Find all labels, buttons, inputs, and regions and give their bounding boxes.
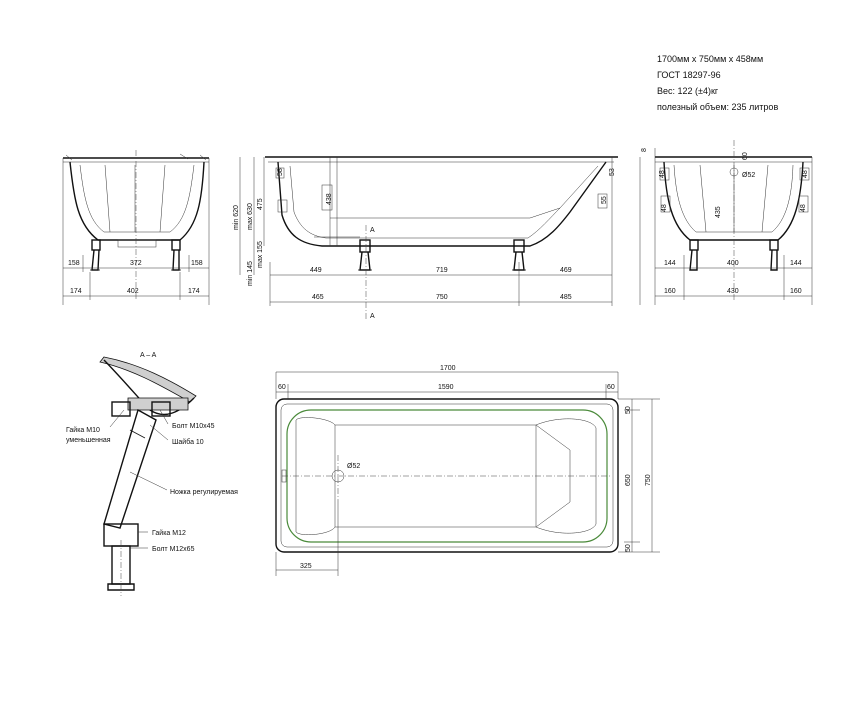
plan-dim-50-bottom: 50 — [625, 544, 632, 552]
plan-view: Ø52 1700 60 1590 60 50 650 750 50 325 — [275, 365, 660, 576]
dim-phi-52: Ø52 — [742, 172, 755, 179]
spec-block: 1700мм х 750мм х 458мм ГОСТ 18297-96 Вес… — [657, 54, 778, 112]
label-bolt-m12x65: Болт М12х65 — [152, 546, 195, 553]
label-nut-m10: Гайка М10 — [66, 426, 100, 434]
section-mark-top: A — [370, 227, 375, 234]
dim-485: 485 — [560, 294, 572, 301]
plan-dim-60-left: 60 — [278, 384, 286, 391]
label-nut-m12: Гайка М12 — [152, 529, 186, 537]
spec-volume: полезный объем: 235 литров — [657, 102, 778, 112]
section-mark-bottom: A — [370, 313, 375, 320]
dim-750: 750 — [436, 294, 448, 301]
right-leg-2 — [769, 239, 779, 271]
plan-dim-750: 750 — [645, 474, 652, 486]
plan-dim-1700: 1700 — [440, 365, 456, 372]
side-leg-1 — [358, 239, 372, 271]
right-end-view: 48 48 48 48 60 Ø52 435 8 144 400 144 160… — [639, 140, 813, 305]
dim-174-left: 174 — [70, 288, 82, 295]
dim-430: 430 — [727, 288, 739, 295]
dim-min-145: min 145 — [247, 261, 254, 286]
dim-174-right: 174 — [188, 288, 200, 295]
plan-dim-1590: 1590 — [438, 384, 454, 391]
right-leg-1 — [689, 239, 699, 271]
spec-gost: ГОСТ 18297-96 — [657, 70, 721, 80]
dim-53: 53 — [609, 168, 616, 176]
dim-min-620: min 620 — [233, 205, 240, 230]
dim-8: 8 — [641, 148, 648, 152]
spec-weight: Вес: 122 (±4)кг — [657, 86, 719, 96]
dim-58: 58 — [277, 168, 284, 176]
dim-719: 719 — [436, 267, 448, 274]
dim-372: 372 — [130, 260, 142, 267]
dim-435: 435 — [715, 206, 722, 218]
plan-drain-diameter: Ø52 — [347, 463, 360, 470]
dim-438: 438 — [326, 193, 333, 205]
dim-48-left: 48 — [659, 170, 666, 178]
dim-160-right: 160 — [790, 288, 802, 295]
left-leg-2 — [171, 239, 181, 271]
side-view: A A min 620 max 630 475 min 145 max 155 … — [233, 156, 618, 320]
dim-475: 475 — [257, 198, 264, 210]
plan-dim-650: 650 — [625, 474, 632, 486]
section-title: A – A — [140, 352, 157, 359]
dim-side-48-a: 48 — [661, 204, 668, 212]
dim-55: 55 — [601, 196, 608, 204]
dim-465: 465 — [312, 294, 324, 301]
dim-402: 402 — [127, 288, 139, 295]
dim-48-right: 48 — [802, 170, 809, 178]
dim-144-right: 144 — [790, 260, 802, 267]
label-nut-m10-reduced: уменьшенная — [66, 437, 111, 444]
dim-60: 60 — [742, 152, 749, 160]
plan-dim-50-top: 50 — [625, 406, 632, 414]
dim-400: 400 — [727, 260, 739, 267]
dim-side-48-b: 48 — [800, 204, 807, 212]
dim-160-left: 160 — [664, 288, 676, 295]
section-a-a: A – A Гайка М10 уменьшенная Болт М10х45 … — [66, 352, 238, 596]
dim-469: 469 — [560, 267, 572, 274]
spec-size: 1700мм х 750мм х 458мм — [657, 54, 763, 64]
dim-158-left: 158 — [68, 260, 80, 267]
left-end-view: 158 372 158 174 402 174 — [62, 150, 210, 305]
dim-158-right: 158 — [191, 260, 203, 267]
plan-dim-60-right: 60 — [607, 384, 615, 391]
label-washer-10: Шайба 10 — [172, 438, 204, 446]
dim-449: 449 — [310, 267, 322, 274]
label-bolt-m10x45: Болт М10х45 — [172, 423, 215, 430]
dim-144-left: 144 — [664, 260, 676, 267]
left-leg-1 — [90, 239, 101, 271]
label-adjustable-leg: Ножка регулируемая — [170, 489, 238, 496]
plan-dim-325: 325 — [300, 563, 312, 570]
dim-max-630: max 630 — [247, 203, 254, 230]
dim-max-155: max 155 — [257, 241, 264, 268]
